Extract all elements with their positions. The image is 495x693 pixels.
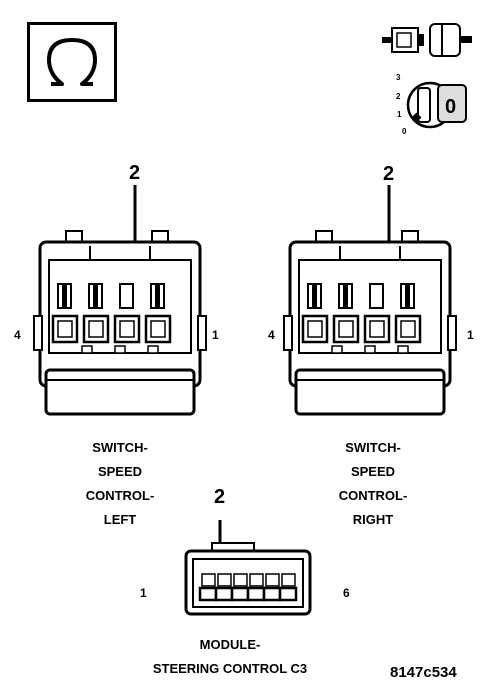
callout-right: 2 — [383, 163, 395, 185]
caption-line: STEERING CONTROL C3 — [152, 661, 308, 676]
ignition-position-label: 0 — [402, 127, 407, 136]
pin-label-module-1: 1 — [140, 586, 147, 600]
caption-right: SWITCH- SPEED CONTROL- RIGHT — [308, 436, 438, 532]
ignition-key-position-icon: 3 2 1 0 0 — [396, 73, 467, 136]
connector-switch-speed-control-right — [283, 185, 457, 416]
figure-reference: 8147c534 — [390, 664, 457, 681]
caption-module: MODULE- STEERING CONTROL C3 — [140, 633, 320, 681]
caption-line: RIGHT — [352, 512, 394, 527]
callout-left: 2 — [129, 162, 141, 184]
pin-label-module-6: 6 — [343, 586, 350, 600]
ohm-meter-icon — [27, 22, 117, 102]
ignition-key-label: 0 — [445, 96, 456, 118]
pin-label-right-1: 1 — [467, 328, 474, 342]
caption-line: CONTROL- — [338, 488, 408, 503]
caption-line: CONTROL- — [85, 488, 155, 503]
caption-line: SWITCH- — [92, 440, 148, 455]
ignition-position-label: 3 — [396, 73, 401, 82]
connector-switch-speed-control-left — [33, 185, 207, 416]
pin-label-right-4: 4 — [268, 328, 275, 342]
caption-line: SPEED — [97, 464, 143, 479]
caption-line: SWITCH- — [345, 440, 401, 455]
pin-label-left-1: 1 — [212, 328, 219, 342]
caption-line: MODULE- — [199, 637, 261, 652]
connector-module-steering-control-c3 — [184, 520, 312, 616]
ignition-position-label: 2 — [396, 92, 401, 101]
caption-line: LEFT — [103, 512, 137, 527]
callout-module: 2 — [214, 486, 226, 508]
caption-left: SWITCH- SPEED CONTROL- LEFT — [55, 436, 185, 532]
caption-line: SPEED — [350, 464, 396, 479]
connector-disconnected-icon — [382, 23, 472, 57]
pin-label-left-4: 4 — [14, 328, 21, 342]
ignition-position-label: 1 — [397, 110, 402, 119]
